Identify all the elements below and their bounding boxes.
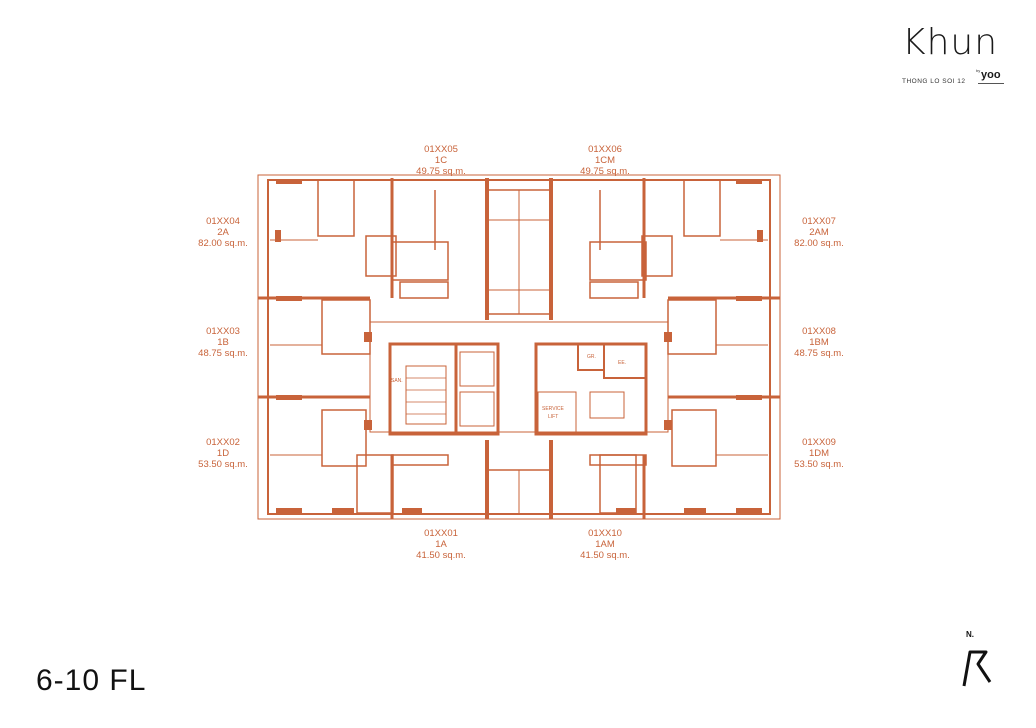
unit-type: 1D: [216, 448, 230, 459]
unit-area: 82.00 sq.m.: [198, 238, 248, 249]
unit-label-01xx10: 01XX10 1AM 41.50 sq.m.: [560, 528, 650, 561]
unit-label-01xx03: 01XX03 1B 48.75 sq.m.: [178, 326, 268, 359]
unit-code: 01XX04: [206, 216, 240, 227]
service-lift-label-2: LIFT: [548, 414, 558, 420]
unit-area: 48.75 sq.m.: [198, 348, 248, 359]
brand-logo: Khun THONG LO SOI 12 by yoo: [892, 22, 1012, 102]
unit-label-01xx08: 01XX08 1BM 48.75 sq.m.: [774, 326, 864, 359]
unit-code: 01XX01: [424, 528, 458, 539]
unit-code: 01XX05: [424, 144, 458, 155]
unit-code: 01XX02: [206, 437, 240, 448]
unit-type: 1BM: [809, 337, 829, 348]
floor-title: 6-10 FL: [36, 664, 147, 697]
unit-code: 01XX09: [802, 437, 836, 448]
unit-area: 41.50 sq.m.: [416, 550, 466, 561]
north-arrow-icon: [962, 650, 992, 687]
unit-type: 1CM: [594, 155, 616, 166]
unit-label-01xx04: 01XX04 2A 82.00 sq.m.: [178, 216, 268, 249]
unit-type: 1C: [434, 155, 448, 166]
unit-label-01xx07: 01XX07 2AM 82.00 sq.m.: [774, 216, 864, 249]
logo-subtitle: THONG LO SOI 12: [902, 78, 966, 85]
unit-area: 53.50 sq.m.: [794, 459, 844, 470]
unit-type: 2A: [217, 227, 229, 238]
unit-area: 48.75 sq.m.: [794, 348, 844, 359]
unit-label-01xx05: 01XX05 1C 49.75 sq.m.: [396, 144, 486, 177]
logo-brand: yoo: [981, 69, 1001, 81]
unit-area: 82.00 sq.m.: [794, 238, 844, 249]
unit-label-01xx01: 01XX01 1A 41.50 sq.m.: [396, 528, 486, 561]
logo-by: by: [976, 68, 981, 73]
logo-wordmark: Khun: [902, 22, 999, 63]
logo-underline: [978, 83, 1004, 90]
unit-type: 1AM: [595, 539, 615, 550]
unit-label-01xx02: 01XX02 1D 53.50 sq.m.: [178, 437, 268, 470]
north-arrow: N.: [956, 630, 996, 690]
unit-code: 01XX10: [588, 528, 622, 539]
north-label: N.: [966, 630, 974, 639]
unit-label-01xx09: 01XX09 1DM 53.50 sq.m.: [774, 437, 864, 470]
unit-type: 2AM: [809, 227, 829, 238]
unit-type: 1B: [217, 337, 229, 348]
san-label: SAN.: [391, 378, 403, 384]
unit-type: 1A: [435, 539, 447, 550]
unit-area: 53.50 sq.m.: [198, 459, 248, 470]
unit-area: 49.75 sq.m.: [416, 166, 466, 177]
service-lift-label-1: SERVICE: [542, 406, 565, 412]
unit-code: 01XX03: [206, 326, 240, 337]
gr-label: GR.: [587, 354, 596, 360]
unit-type: 1DM: [808, 448, 830, 459]
unit-area: 41.50 sq.m.: [580, 550, 630, 561]
unit-code: 01XX07: [802, 216, 836, 227]
el-label: EE.: [618, 360, 626, 366]
unit-area: 49.75 sq.m.: [580, 166, 630, 177]
unit-label-01xx06: 01XX06 1CM 49.75 sq.m.: [560, 144, 650, 177]
unit-code: 01XX08: [802, 326, 836, 337]
unit-code: 01XX06: [588, 144, 622, 155]
